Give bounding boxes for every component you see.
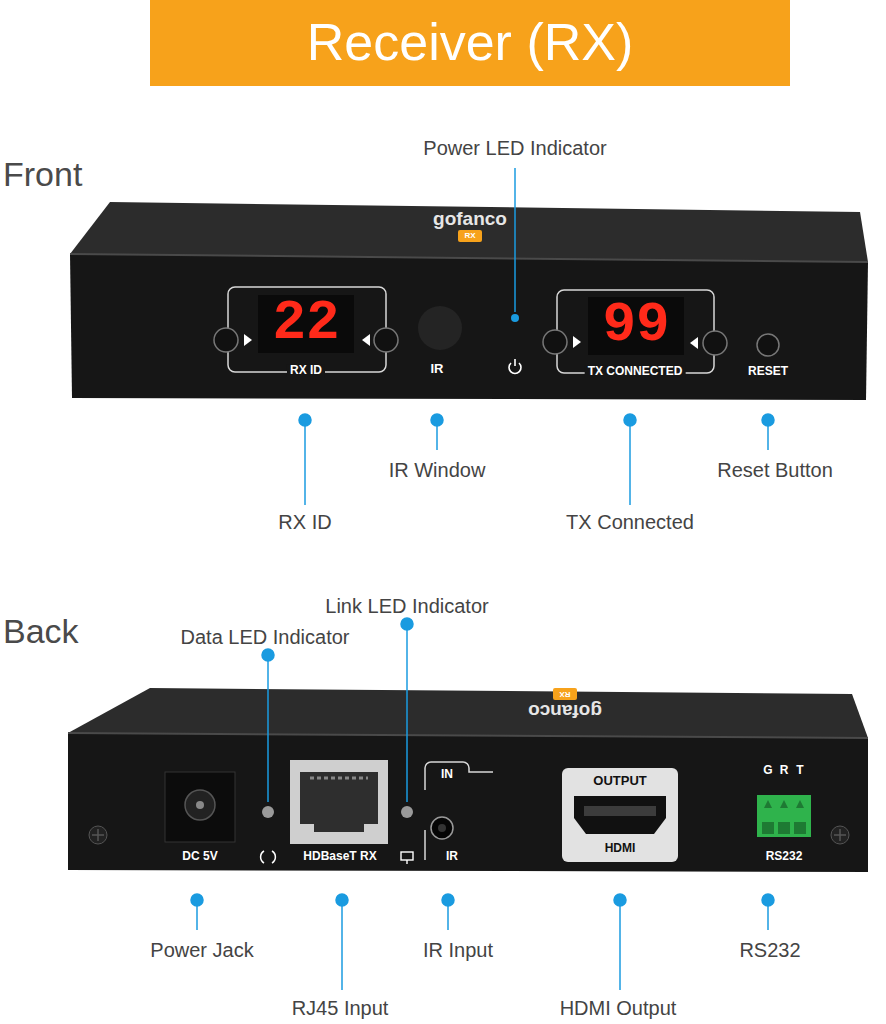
callout-label: RJ45 Input [292, 997, 389, 1019]
callout-label: HDMI Output [560, 997, 677, 1019]
callout-label: Link LED Indicator [325, 595, 488, 617]
panel-label: RX ID [287, 364, 325, 377]
segment-display: 99 [602, 295, 669, 357]
port-label: HDBaseT RX [303, 850, 376, 863]
port-label: OUTPUT [593, 774, 646, 788]
pin-label: R [780, 764, 789, 777]
callout-label: IR Window [389, 459, 486, 481]
callout-label: IR Input [423, 939, 493, 961]
brand-logo: gofanco [433, 209, 507, 230]
callout-label: Reset Button [717, 459, 833, 481]
front-housing [70, 202, 868, 400]
segment-display: 22 [272, 293, 339, 355]
leader-lines [299, 168, 774, 505]
pin-label: G [763, 764, 772, 777]
callout-label: TX Connected [566, 511, 694, 533]
title: Receiver (RX) [307, 12, 634, 72]
brand-logo: gofanco [528, 701, 602, 722]
pin-label: T [796, 764, 803, 777]
title-band [150, 0, 790, 86]
panel-label: IR [431, 362, 444, 376]
section-heading: Back [3, 613, 79, 650]
section-heading: Front [3, 156, 82, 193]
callout-label: Power LED Indicator [423, 137, 606, 159]
port-label: DC 5V [182, 850, 217, 863]
panel-label: RESET [748, 365, 788, 378]
port-label: IR [446, 850, 458, 863]
callout-label: Power Jack [150, 939, 253, 961]
model-badge: RX [559, 690, 570, 699]
callout-label: Data LED Indicator [181, 626, 350, 648]
port-label: IN [438, 768, 456, 781]
callout-label: RX ID [278, 511, 331, 533]
callout-label: RS232 [739, 939, 800, 961]
port-label: RS232 [766, 850, 803, 863]
leader-lines [191, 618, 774, 990]
model-badge: RX [464, 232, 475, 241]
port-label: HDMI [605, 842, 636, 855]
back-housing [68, 688, 868, 872]
panel-label: TX CONNECTED [585, 365, 686, 378]
